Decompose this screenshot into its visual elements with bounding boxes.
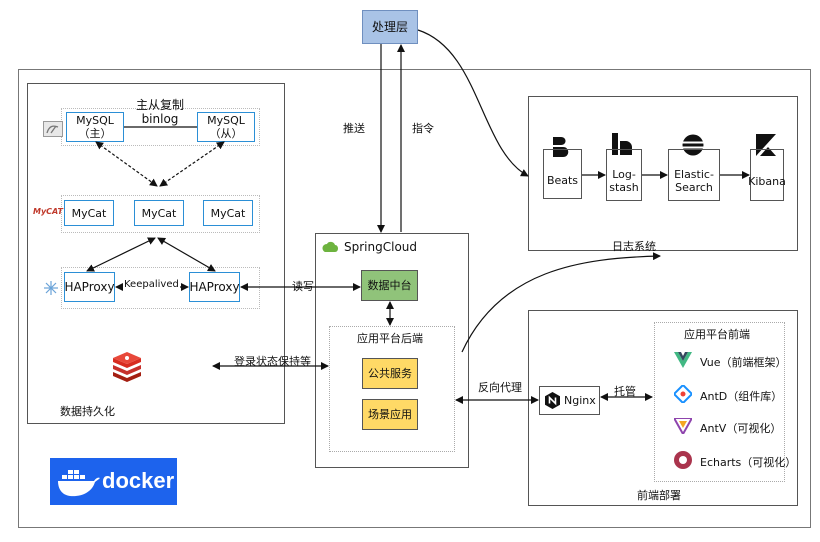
reverse-proxy-label: 反向代理 (478, 381, 522, 394)
frontend-group (654, 322, 785, 482)
backend-title: 应用平台后端 (357, 332, 423, 345)
data-center-node: 数据中台 (361, 270, 418, 301)
mysql-master-node: MySQL （主） (66, 112, 124, 142)
mycat-logo-icon: MyCAT (33, 207, 63, 216)
public-service-node: 公共服务 (362, 358, 418, 389)
logstash-icon (612, 133, 632, 155)
antv-icon (674, 418, 692, 434)
kibana-node: Kibana (748, 149, 786, 201)
data-center-label: 数据中台 (367, 279, 412, 292)
processing-layer-label: 处理层 (371, 19, 408, 34)
mycat-label-2: MyCat (141, 206, 177, 220)
keepalived-label: Keepalived (124, 279, 179, 290)
processing-layer-box: 处理层 (362, 10, 418, 44)
backend-group (329, 326, 455, 452)
echarts-label: Echarts（可视化） (700, 456, 797, 469)
nginx-node: Nginx (539, 386, 600, 415)
haproxy-left-node: HAProxy (64, 272, 115, 302)
haproxy-right-node: HAProxy (189, 272, 240, 302)
mycat-group (61, 195, 260, 233)
scene-app-node: 场景应用 (362, 399, 418, 430)
mysql-logo-icon (43, 121, 63, 137)
public-service-label: 公共服务 (368, 367, 412, 380)
nginx-icon (545, 392, 560, 409)
frontend-label: 前端部署 (637, 489, 681, 502)
beats-node: Beats (543, 149, 582, 199)
persistence-label: 数据持久化 (60, 405, 115, 418)
elasticsearch-icon (682, 134, 704, 156)
haproxy-right-label: HAProxy (189, 279, 240, 294)
elasticsearch-label: Elastic- Search (674, 168, 714, 194)
beats-label: Beats (546, 173, 579, 187)
docker-text: docker (102, 468, 175, 493)
haproxy-logo-icon (44, 281, 58, 295)
nginx-label: Nginx (564, 394, 596, 407)
replication-label: 主从复制 binlog (135, 98, 184, 126)
mycat-label-3: MyCat (210, 206, 246, 220)
kibana-icon (756, 134, 776, 156)
vue-icon (674, 352, 692, 368)
logstash-label: Log- stash (609, 168, 639, 194)
mycat-node-3: MyCat (203, 200, 253, 226)
scene-app-label: 场景应用 (368, 408, 412, 421)
antv-label: AntV（可视化） (700, 422, 782, 435)
frontend-title: 应用平台前端 (684, 328, 750, 341)
springcloud-title: SpringCloud (344, 240, 418, 254)
mycat-node-1: MyCat (64, 200, 114, 226)
kibana-label: Kibana (748, 174, 786, 188)
vue-label: Vue（前端框架） (700, 356, 787, 369)
command-label: 指令 (412, 122, 434, 135)
antd-icon (674, 385, 692, 403)
redis-logo-icon (113, 352, 141, 382)
logging-label: 日志系统 (612, 240, 656, 253)
mysql-master-label: MySQL （主） (76, 114, 114, 140)
mysql-slave-label: MySQL （从） (207, 114, 245, 140)
mycat-node-2: MyCat (134, 200, 184, 226)
springcloud-logo-icon (322, 241, 338, 252)
elasticsearch-node: Elastic- Search (668, 149, 720, 201)
antd-label: AntD（组件库） (700, 390, 783, 403)
haproxy-left-label: HAProxy (64, 279, 115, 294)
logstash-node: Log- stash (606, 149, 642, 201)
mycat-label-1: MyCat (71, 206, 107, 220)
docker-whale-icon (58, 470, 100, 497)
push-label: 推送 (343, 122, 365, 135)
echarts-icon (674, 451, 692, 469)
mysql-slave-node: MySQL （从） (197, 112, 255, 142)
docker-logo: docker (50, 458, 177, 505)
